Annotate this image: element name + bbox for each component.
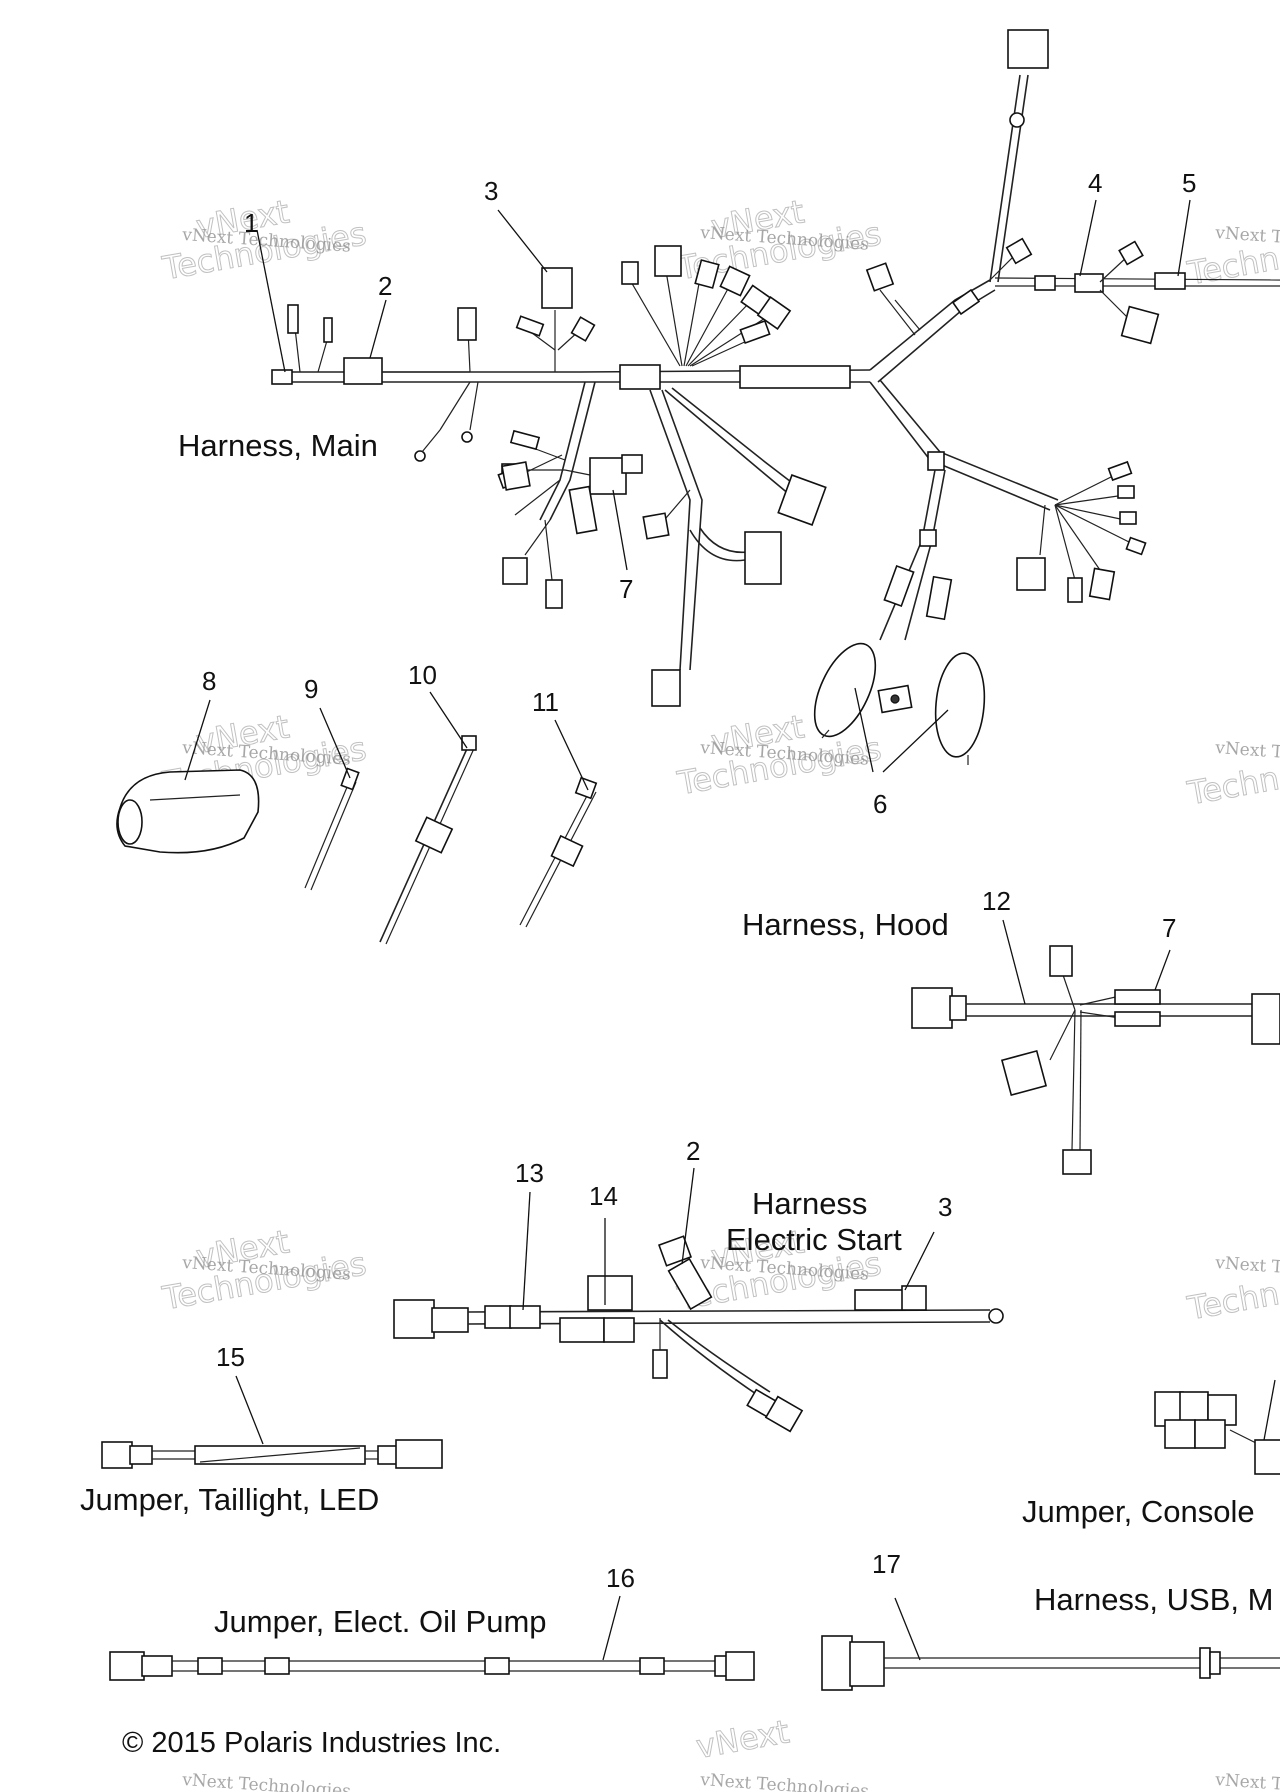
callout-7: 7 [619, 574, 633, 604]
callout-5: 5 [1182, 168, 1196, 198]
harness-main-drawing [271, 29, 1280, 765]
callout-14: 14 [589, 1181, 618, 1211]
callout-7-hood: 7 [1162, 913, 1176, 943]
label-harness-electric-start-2: Electric Start [726, 1222, 902, 1257]
callout-16: 16 [606, 1563, 635, 1593]
callout-2-start: 2 [686, 1136, 700, 1166]
callout-12: 12 [982, 886, 1011, 916]
watermark-group: Technologies vNext vNext Technologies Te… [159, 192, 1280, 1792]
harness-usb-drawing [821, 1635, 1280, 1691]
callout-1: 1 [244, 208, 258, 238]
copyright-text: © 2015 Polaris Industries Inc. [122, 1727, 501, 1759]
label-harness-main: Harness, Main [178, 428, 378, 463]
label-harness-usb: Harness, USB, M [1034, 1582, 1273, 1617]
jumper-taillight-drawing [101, 1439, 443, 1469]
section-labels: Harness, Main Harness, Hood Harness Elec… [80, 428, 1273, 1639]
harness-hood-drawing [911, 945, 1280, 1175]
harness-electric-start-drawing [393, 1235, 1004, 1433]
jumper-console-drawing [1154, 1391, 1280, 1475]
watermark-text: vNext Technologies [181, 1770, 352, 1792]
jumper-oil-pump-drawing [109, 1651, 755, 1681]
label-harness-hood: Harness, Hood [742, 907, 949, 942]
label-jumper-console: Jumper, Console [1022, 1494, 1255, 1529]
callout-numbers: 1 2 3 4 5 6 7 8 9 10 11 12 7 13 14 2 3 1… [202, 168, 1196, 1593]
watermark-vnext: vNext [693, 1712, 792, 1766]
callout-9: 9 [304, 674, 318, 704]
callout-15: 15 [216, 1342, 245, 1372]
callout-3-start: 3 [938, 1192, 952, 1222]
watermark-text: vNext Technologies [1214, 1770, 1280, 1792]
callout-13: 13 [515, 1158, 544, 1188]
callout-17: 17 [872, 1549, 901, 1579]
label-jumper-oil-pump: Jumper, Elect. Oil Pump [214, 1604, 547, 1639]
callout-8: 8 [202, 666, 216, 696]
label-jumper-taillight: Jumper, Taillight, LED [80, 1482, 379, 1517]
callout-10: 10 [408, 660, 437, 690]
callout-2: 2 [378, 271, 392, 301]
label-harness-electric-start-1: Harness [752, 1186, 867, 1221]
watermark-text: vNext Technologies [699, 1770, 870, 1792]
callout-3: 3 [484, 176, 498, 206]
callout-6: 6 [873, 789, 887, 819]
loose-parts-drawing [116, 735, 598, 945]
callout-4: 4 [1088, 168, 1102, 198]
leader-lines [184, 199, 1276, 1661]
callout-11: 11 [532, 687, 559, 717]
